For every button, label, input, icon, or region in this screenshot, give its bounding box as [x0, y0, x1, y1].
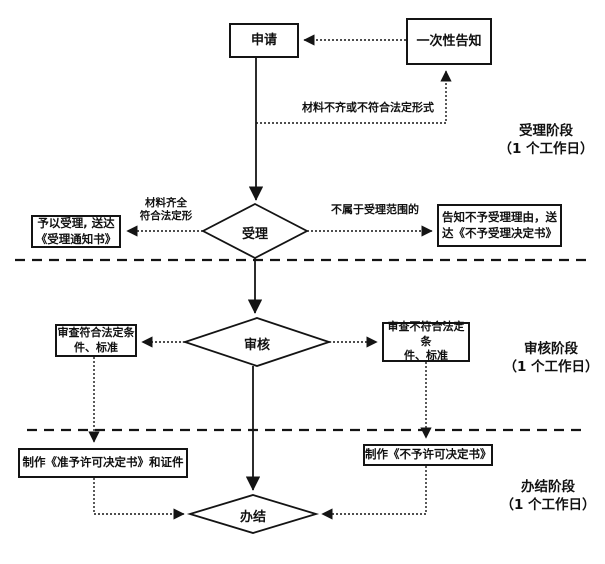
stage-complete-duration: （1 个工作日） [500, 497, 596, 514]
make-license-label: 制作《准予许可决定书》和证件 [22, 455, 184, 470]
edge-label-materials-ok-line2: 符合法定形 [139, 210, 193, 223]
review-fail-line2: 件、标准 [404, 349, 448, 363]
make-license-box: 制作《准予许可决定书》和证件 [18, 448, 188, 478]
stage-review-name: 审核阶段 [524, 341, 578, 357]
make-denial-label: 制作《不予许可决定书》 [365, 447, 492, 462]
accept-notice-line2: 《受理通知书》 [35, 231, 117, 246]
one-time-notice-label: 一次性告知 [416, 33, 482, 49]
edge-label-materials-incomplete: 材料不齐或不符合法定形式 [302, 101, 434, 114]
accept-notice-box: 予以受理, 送达 《受理通知书》 [31, 215, 121, 248]
apply-label: 申请 [250, 32, 277, 48]
review-diamond-label: 审核 [243, 338, 270, 353]
review-diamond [182, 317, 332, 367]
edge-apply-to-notice [256, 70, 452, 124]
one-time-notice-box: 一次性告知 [406, 18, 492, 65]
accept-diamond [201, 202, 309, 260]
edge-label-materials-ok: 材料齐全 符合法定形 [124, 197, 208, 223]
edge-denial-to-complete [321, 466, 427, 520]
complete-diamond [186, 494, 320, 534]
stage-caption-complete: 办结阶段 （1 个工作日） [497, 478, 599, 514]
make-denial-box: 制作《不予许可决定书》 [363, 444, 493, 466]
stage-complete-name: 办结阶段 [521, 479, 575, 495]
edge-label-materials-ok-line1: 材料齐全 [145, 197, 187, 209]
edge-label-out-of-scope: 不属于受理范围的 [331, 203, 419, 216]
accept-notice-line1: 予以受理, 送达 [37, 216, 115, 231]
reject-notice-box: 告知不予受理理由，送 达《不予受理决定书》 [437, 204, 562, 247]
reject-notice-line2: 达《不予受理决定书》 [442, 225, 557, 240]
stage-caption-review: 审核阶段 （1 个工作日） [500, 340, 602, 376]
stage-accept-duration: （1 个工作日） [498, 141, 594, 158]
review-fail-line1: 审查不符合法定条 [387, 320, 465, 348]
edge-license-to-complete [93, 478, 185, 520]
stage-accept-name: 受理阶段 [519, 123, 573, 139]
stage-review-duration: （1 个工作日） [503, 359, 599, 376]
review-pass-line1: 审查符合法定条 [57, 325, 135, 339]
complete-diamond-label: 办结 [239, 510, 266, 525]
apply-box: 申请 [229, 23, 299, 58]
review-pass-box: 审查符合法定条 件、标准 [55, 324, 137, 357]
review-fail-box: 审查不符合法定条 件、标准 [382, 320, 470, 363]
review-pass-line2: 件、标准 [74, 340, 118, 354]
accept-diamond-label: 受理 [241, 227, 268, 242]
stage-caption-accept: 受理阶段 （1 个工作日） [495, 122, 597, 158]
reject-notice-line1: 告知不予受理理由，送 [442, 210, 557, 225]
